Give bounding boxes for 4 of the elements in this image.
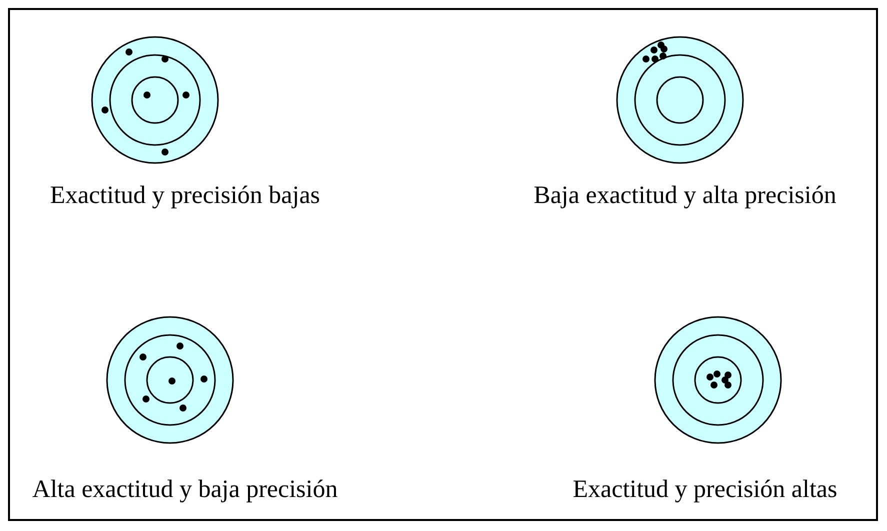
caption: Exactitud y precisión bajas [50,182,320,210]
caption: Alta exactitud y baja precisión [32,476,338,504]
caption: Baja exactitud y alta precisión [534,182,836,210]
caption: Exactitud y precisión altas [572,476,838,504]
